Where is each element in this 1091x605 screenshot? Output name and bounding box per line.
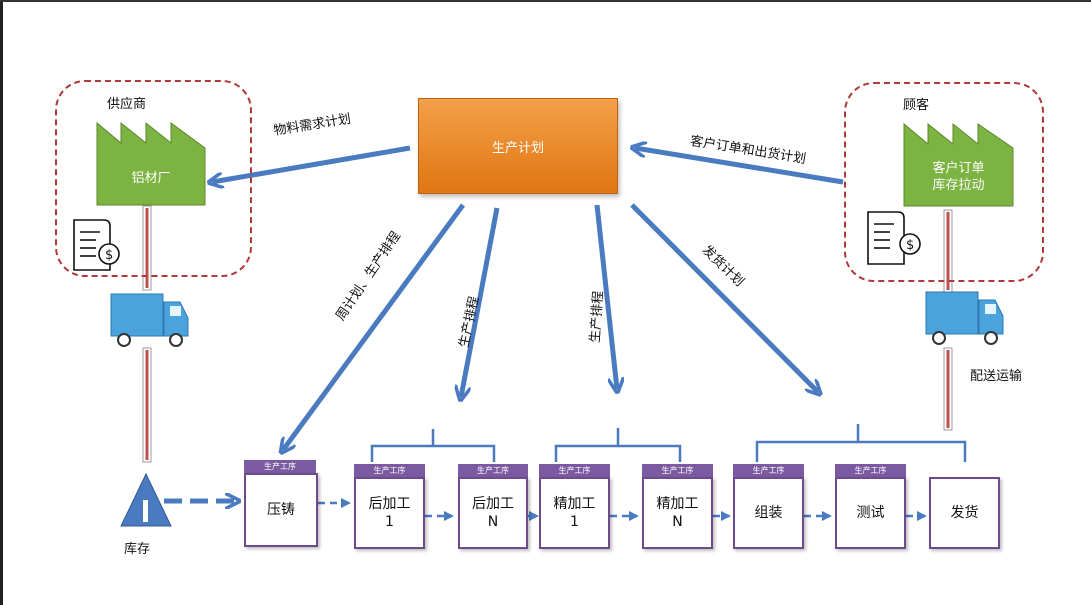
label-delivery: 配送运输 — [970, 369, 1023, 384]
process-label: 精加工 — [553, 496, 596, 512]
process-box-testing: 测试 — [835, 477, 906, 549]
process-tag: 生产工序 — [642, 464, 713, 477]
inventory-label: 库存 — [124, 542, 151, 557]
process-box-shipping: 发货 — [929, 477, 1000, 549]
label-sched-2: 生产排程 — [587, 290, 607, 344]
process-box-post-machining-n: 后加工 N — [458, 477, 528, 549]
svg-text:$: $ — [105, 248, 113, 263]
process-sublabel: 1 — [570, 514, 579, 530]
customer-factory-label: 客户订单 库存拉动 — [904, 160, 1013, 194]
supplier-factory-icon — [96, 121, 206, 206]
arrow-sched-2 — [594, 204, 617, 389]
supplier-region — [55, 80, 252, 277]
process-label: 测试 — [856, 505, 885, 521]
supplier-rail — [142, 205, 152, 463]
supplier-title: 供应商 — [107, 97, 147, 112]
svg-text:$: $ — [906, 238, 914, 253]
customer-factory-label-line2: 库存拉动 — [932, 178, 985, 193]
process-tag: 生产工序 — [539, 464, 610, 477]
process-tag: 生产工序 — [244, 460, 316, 473]
customer-title: 顾客 — [903, 98, 930, 113]
process-flow-arrows — [318, 498, 927, 521]
process-sublabel: N — [487, 514, 499, 530]
customer-factory-icon — [903, 122, 1014, 207]
supplier-truck-icon — [110, 293, 189, 347]
process-label: 压铸 — [267, 502, 295, 518]
brackets — [370, 424, 967, 462]
customer-factory-label-line1: 客户订单 — [932, 161, 985, 176]
process-label: 组装 — [754, 505, 783, 521]
customer-region — [844, 82, 1044, 282]
customer-truck-icon — [925, 291, 1004, 345]
left-edge-line — [0, 0, 3, 605]
process-box-finishing-n: 精加工 N — [642, 477, 713, 549]
process-box-post-machining-1: 后加工 1 — [354, 477, 425, 549]
arrow-customer-order — [635, 148, 844, 185]
process-tag: 生产工序 — [458, 464, 528, 477]
process-tag: 生产工序 — [733, 464, 804, 477]
process-box-assembly: 组装 — [733, 477, 804, 549]
process-sublabel: N — [672, 514, 683, 530]
process-sublabel: 1 — [385, 514, 394, 530]
inventory-triangle-icon — [120, 472, 172, 527]
top-edge-line — [0, 0, 1091, 2]
process-label: 后加工 — [368, 496, 411, 512]
process-label: 后加工 — [472, 496, 514, 512]
process-box-finishing-1: 精加工 1 — [539, 477, 610, 549]
process-label: 发货 — [950, 505, 979, 521]
process-tag: 生产工序 — [835, 464, 906, 477]
process-tag: 生产工序 — [354, 464, 425, 477]
supplier-factory-label: 铝材厂 — [131, 171, 171, 186]
process-box-casting: 压铸 — [244, 473, 318, 547]
customer-rail — [943, 209, 953, 431]
production-plan-box: 生产计划 — [418, 98, 618, 194]
process-label: 精加工 — [656, 496, 699, 512]
arrow-shipping-plan — [630, 203, 818, 392]
arrow-weekly-plan — [283, 203, 466, 450]
arrow-sched-1 — [461, 207, 500, 397]
customer-invoice-dollar-icon: $ — [867, 211, 921, 265]
arrow-material-plan — [212, 145, 411, 182]
